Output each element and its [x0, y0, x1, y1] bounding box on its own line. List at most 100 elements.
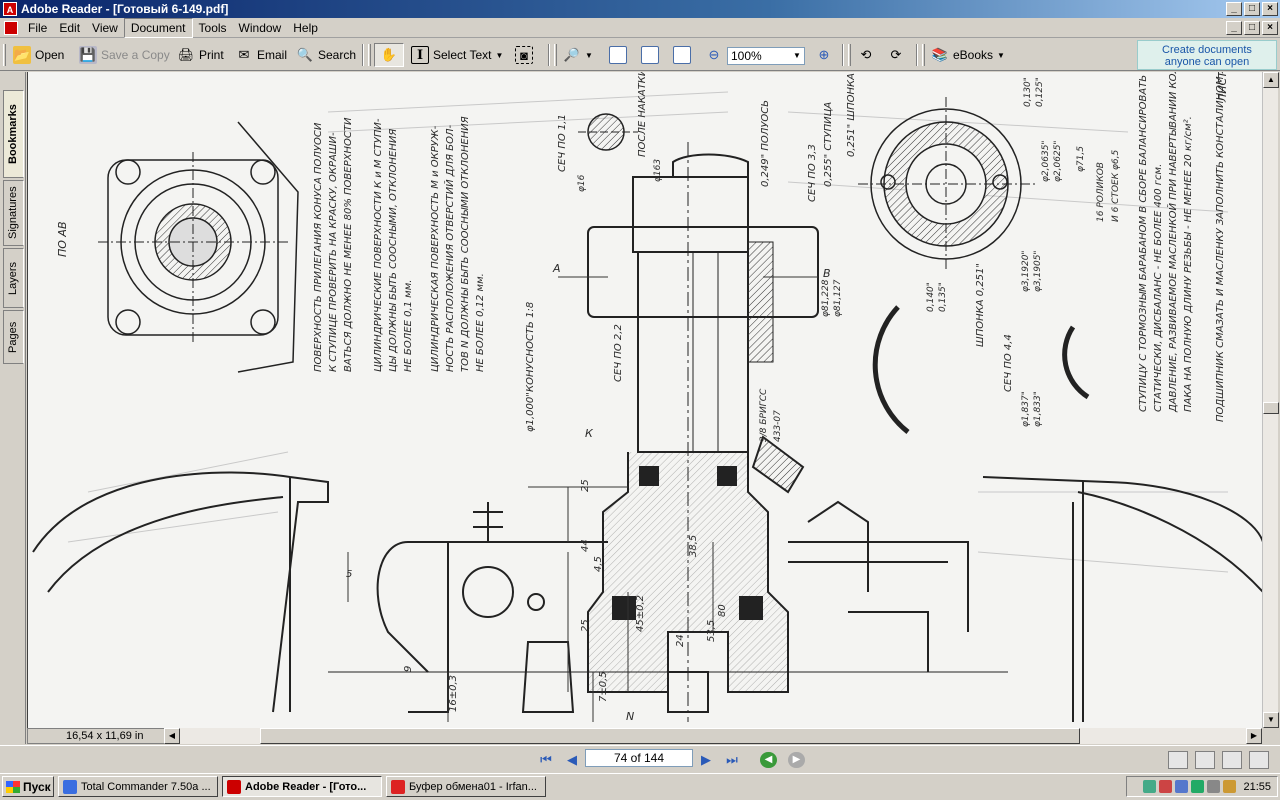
open-button[interactable]: 📂 Open: [10, 43, 67, 67]
folder-icon: 📂: [13, 46, 31, 64]
hand-tool-button[interactable]: ✋: [374, 43, 404, 67]
page-number-input[interactable]: 74 of 144: [585, 749, 693, 767]
select-text-button[interactable]: I Select Text ▼: [408, 43, 506, 67]
rotate-ccw-button[interactable]: ⟲: [854, 43, 878, 67]
menu-help[interactable]: Help: [293, 20, 318, 35]
search-button[interactable]: 🔍 Search: [293, 43, 359, 67]
toolbar-grip[interactable]: [922, 44, 925, 66]
pipe-thread-label: 3/8 БРИГСС: [759, 388, 769, 442]
start-button[interactable]: Пуск: [2, 776, 54, 797]
windows-logo-icon: [6, 780, 20, 793]
binoculars-icon: 🔍: [296, 47, 314, 62]
toolbar: 📂 Open 💾 Save a Copy 🖨 Print ✉ Email 🔍 S…: [0, 39, 1280, 71]
tab-pages[interactable]: Pages: [3, 310, 24, 364]
create-pdf-promo-button[interactable]: Create documents anyone can open: [1137, 40, 1277, 70]
chevron-down-icon[interactable]: ▼: [495, 50, 504, 60]
network-icon[interactable]: [1143, 780, 1157, 793]
actual-size-button[interactable]: [606, 43, 630, 67]
magnifier-icon: 🔎: [563, 47, 581, 62]
antivirus-icon[interactable]: [1159, 780, 1173, 793]
tab-bookmarks[interactable]: Bookmarks: [3, 90, 24, 178]
connection-icon[interactable]: [1191, 780, 1205, 793]
previous-page-button[interactable]: ◀: [567, 752, 577, 767]
tab-signatures[interactable]: Signatures: [3, 180, 24, 246]
menu-window[interactable]: Window: [238, 20, 282, 35]
menu-edit[interactable]: Edit: [59, 20, 81, 35]
fit-width-button[interactable]: [670, 43, 694, 67]
document-view[interactable]: ЛИСТ 53а ПО АВ СЕЧ ПО 1,1 СЕЧ ПО 2,2 СЕЧ…: [27, 72, 1262, 728]
doc-close-button[interactable]: ×: [1262, 21, 1278, 35]
zoom-level-input[interactable]: 100% ▼: [727, 47, 805, 65]
note-3-line-a: ЦИЛИНДРИЧЕСКАЯ ПОВЕРХНОСТЬ М и ОКРУЖ-: [430, 125, 441, 372]
tab-layers[interactable]: Layers: [3, 248, 24, 308]
keyboard-layout-icon[interactable]: [1207, 780, 1221, 793]
zoom-in-tool-button[interactable]: 🔎 ▼: [560, 43, 596, 67]
security-icon[interactable]: [1223, 780, 1237, 793]
close-button[interactable]: ×: [1262, 2, 1278, 16]
chevron-down-icon[interactable]: ▼: [585, 50, 593, 60]
scroll-left-button[interactable]: ◀: [164, 728, 180, 744]
taskbar-item-irfanview[interactable]: Буфер обмена01 - Irfan...: [386, 776, 546, 797]
clock[interactable]: 21:55: [1243, 780, 1271, 793]
menu-tools[interactable]: Tools: [198, 20, 227, 35]
title-bar[interactable]: A Adobe Reader - [Готовый 6-149.pdf] _ □…: [0, 0, 1280, 18]
print-button[interactable]: 🖨 Print: [174, 43, 227, 67]
horizontal-scrollbar[interactable]: ◀ ▶: [164, 728, 1262, 744]
single-page-view-button[interactable]: [1168, 751, 1188, 769]
ebooks-button[interactable]: 📚 eBooks ▼: [928, 43, 1008, 67]
first-page-button[interactable]: ⏮: [540, 752, 552, 767]
menu-view[interactable]: View: [92, 20, 118, 35]
scroll-up-button[interactable]: ▲: [1263, 72, 1279, 88]
vertical-scroll-thumb[interactable]: [1263, 402, 1279, 414]
menu-file[interactable]: File: [28, 20, 48, 35]
continuous-view-button[interactable]: [1195, 751, 1215, 769]
dim-0130: 0,130": [1023, 77, 1033, 107]
horizontal-scroll-thumb[interactable]: [260, 728, 1080, 744]
chevron-down-icon[interactable]: ▼: [997, 50, 1005, 60]
doc-restore-button[interactable]: □: [1244, 21, 1260, 35]
document-icon[interactable]: [4, 20, 18, 35]
letter-a: А: [552, 262, 561, 275]
taskbar-item-adobe-reader[interactable]: Adobe Reader - [Гото...: [222, 776, 382, 797]
note-4-line-d: ПАКА НА ПОЛНУЮ ДЛИНУ РЕЗЬБЫ - НЕ МЕНЕЕ 2…: [1183, 116, 1194, 412]
email-icon: ✉: [238, 47, 250, 62]
print-label: Print: [199, 48, 224, 62]
facing-view-button[interactable]: [1222, 751, 1242, 769]
note-2-line-b: ЦЫ ДОЛЖНЫ БЫТЬ СООСНЫМИ, ОТКЛОНЕНИЯ: [388, 129, 399, 372]
toolbar-grip[interactable]: [554, 44, 557, 66]
maximize-button[interactable]: □: [1244, 2, 1260, 16]
taskbar-item-total-commander[interactable]: Total Commander 7.50a ...: [58, 776, 218, 797]
scroll-right-button[interactable]: ▶: [1246, 728, 1262, 744]
menu-document[interactable]: Document: [123, 17, 193, 38]
search-label: Search: [318, 48, 357, 62]
dim-4-5: 4,5: [593, 556, 604, 572]
email-button[interactable]: ✉ Email: [232, 43, 290, 67]
toolbar-grip[interactable]: [848, 44, 851, 66]
rotate-right-icon: ⟳: [890, 47, 902, 62]
zoom-in-button[interactable]: ⊕: [812, 43, 836, 67]
last-page-button[interactable]: ⏭: [726, 752, 738, 767]
acrobat-icon: [227, 779, 241, 794]
toolbar-grip[interactable]: [368, 44, 371, 66]
fit-page-button[interactable]: [638, 43, 662, 67]
note-1-line-a: ПОВЕРХНОСТЬ ПРИЛЕГАНИЯ КОНУСА ПОЛУОСИ: [313, 122, 324, 372]
snapshot-button[interactable]: ◙: [512, 43, 536, 67]
doc-minimize-button[interactable]: _: [1226, 21, 1242, 35]
hub-label: 0,255" СТУПИЦА: [823, 102, 834, 187]
minimize-button[interactable]: _: [1226, 2, 1242, 16]
continuous-facing-view-button[interactable]: [1249, 751, 1269, 769]
dia-1837: φ1,837": [1021, 391, 1031, 427]
scroll-down-button[interactable]: ▼: [1263, 712, 1279, 728]
volume-icon[interactable]: [1175, 780, 1189, 793]
next-view-button[interactable]: ▶: [788, 752, 805, 768]
next-page-button[interactable]: ▶: [701, 752, 711, 767]
sheet-label: ЛИСТ 53а: [1216, 72, 1229, 103]
toolbar-grip[interactable]: [3, 44, 6, 66]
after-knurl-label: ПОСЛЕ НАКАТКИ 50-52 ШЛИЦ: [637, 72, 648, 157]
chevron-down-icon[interactable]: ▼: [793, 51, 801, 60]
save-copy-button[interactable]: 💾 Save a Copy: [76, 43, 173, 67]
previous-view-button[interactable]: ◀: [760, 752, 777, 768]
zoom-out-button[interactable]: ⊖: [702, 43, 726, 67]
vertical-scrollbar[interactable]: ▲ ▼: [1262, 72, 1279, 728]
rotate-cw-button[interactable]: ⟳: [884, 43, 908, 67]
